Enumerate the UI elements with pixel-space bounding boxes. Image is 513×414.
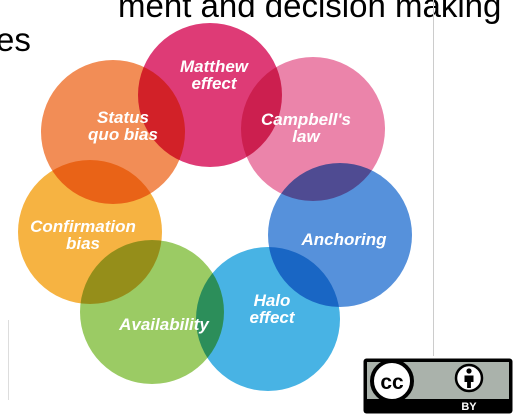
- slide-border: [433, 0, 434, 356]
- halo-effect-label-line: effect: [249, 308, 295, 327]
- matthew-effect-label-line: Matthew: [180, 57, 250, 76]
- slide-title-line-1: ment and decision making: [118, 0, 502, 24]
- halo-effect-label-line: Halo: [254, 291, 291, 310]
- slide-border-left: [8, 320, 9, 400]
- status-quo-bias-label-line: Status: [97, 108, 149, 127]
- halo-effect-circle: [196, 247, 340, 391]
- availability-label-line: Availability: [118, 315, 210, 334]
- anchoring-label-line: Anchoring: [301, 230, 388, 249]
- availability-label: Availability: [118, 315, 210, 334]
- campbells-law-label-line: law: [292, 127, 321, 146]
- campbells-law-label-line: Campbell's: [261, 110, 351, 129]
- status-quo-bias-circle: [41, 60, 185, 204]
- confirmation-bias-label-line: bias: [66, 234, 100, 253]
- slide-title: ment and decision making es: [0, 0, 513, 60]
- matthew-effect-label-line: effect: [191, 74, 237, 93]
- cc-logo-icon: cc: [370, 359, 414, 403]
- cc-logo-text: cc: [380, 371, 404, 394]
- attribution-person-icon: [454, 363, 484, 393]
- slide-title-line-2: es: [0, 21, 31, 58]
- confirmation-bias-label-line: Confirmation: [30, 217, 136, 236]
- by-label: BY: [461, 401, 477, 413]
- cc-by-license-badge: cc BY: [363, 358, 513, 414]
- anchoring-label: Anchoring: [301, 230, 388, 249]
- status-quo-bias-label-line: quo bias: [88, 125, 158, 144]
